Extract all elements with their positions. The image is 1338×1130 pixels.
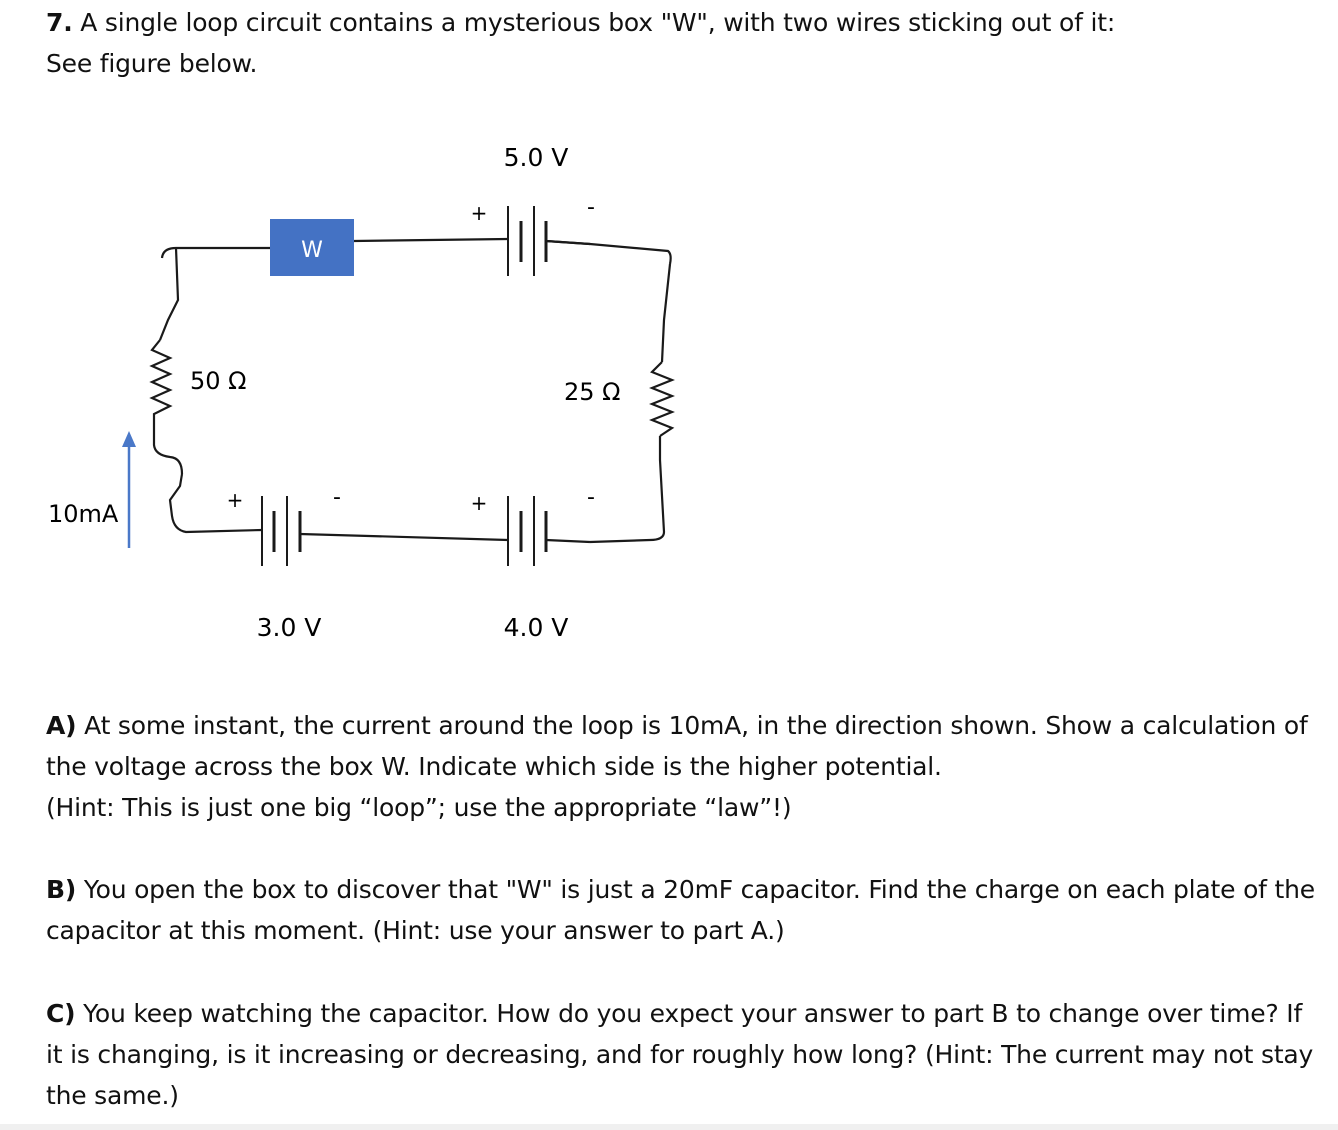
battery-3v-plus: +: [227, 488, 244, 512]
resistor-right-zigzag: [649, 361, 675, 437]
resistor-right: 25 Ω: [564, 263, 675, 544]
battery-top-label: 5.0 V: [504, 143, 569, 172]
box-w-rect: [270, 219, 354, 276]
part-b-text: You open the box to discover that "W" is…: [46, 875, 1315, 945]
wire-top-right: [545, 239, 672, 265]
battery-4v-label: 4.0 V: [504, 613, 569, 642]
battery-4v-plus: +: [471, 491, 488, 515]
part-b: B) You open the box to discover that "W"…: [46, 869, 1326, 951]
resistor-left: 50 Ω: [149, 247, 247, 475]
wire-between-bottom-batteries: [299, 532, 509, 542]
part-a-label: A): [46, 711, 77, 740]
wire-bottom-left: [168, 473, 263, 534]
wire-top-left: [160, 246, 270, 259]
current-label: 10mA: [48, 500, 119, 528]
current-arrow-head: [122, 431, 136, 447]
part-a-body: A) At some instant, the current around t…: [46, 705, 1316, 787]
part-c: C) You keep watching the capacitor. How …: [46, 993, 1316, 1116]
circuit-diagram: W + - 5.0 V 50 Ω 25 Ω + - 3.0 V: [48, 143, 675, 642]
resistor-left-wire-bottom: [152, 422, 184, 475]
intro-line-1: 7. A single loop circuit contains a myst…: [46, 2, 1326, 43]
current-arrow: 10mA: [48, 431, 136, 548]
resistor-left-zigzag: [149, 339, 173, 422]
mystery-box-w: W: [270, 219, 354, 276]
battery-bottom-right: + - 4.0 V: [471, 485, 595, 642]
part-a-text: At some instant, the current around the …: [46, 711, 1308, 781]
battery-top-minus: -: [587, 195, 595, 220]
resistor-right-label: 25 Ω: [564, 378, 621, 406]
part-c-body: C) You keep watching the capacitor. How …: [46, 993, 1316, 1116]
part-c-text: You keep watching the capacitor. How do …: [46, 999, 1314, 1110]
resistor-left-label: 50 Ω: [190, 367, 247, 395]
battery-4v-wire-stub: [545, 538, 591, 544]
resistor-right-wire-top: [660, 263, 672, 363]
battery-top-plus: +: [471, 201, 488, 225]
resistor-left-wire-top: [158, 247, 180, 341]
battery-top: + - 5.0 V: [471, 143, 595, 276]
page-bottom-edge: [0, 1124, 1338, 1130]
question-intro: 7. A single loop circuit contains a myst…: [46, 2, 1326, 84]
battery-3v-label: 3.0 V: [257, 613, 322, 642]
battery-3v-minus: -: [333, 485, 341, 510]
question-number: 7.: [46, 8, 73, 37]
part-a-hint: (Hint: This is just one big “loop”; use …: [46, 793, 792, 822]
battery-bottom-left: + - 3.0 V: [227, 485, 341, 642]
intro-line-2: See figure below.: [46, 49, 258, 78]
intro-text: A single loop circuit contains a mysteri…: [80, 8, 1116, 37]
part-c-label: C): [46, 999, 76, 1028]
resistor-right-wire-bottom: [589, 436, 666, 544]
battery-4v-minus: -: [587, 485, 595, 510]
part-a: A) At some instant, the current around t…: [46, 705, 1316, 828]
part-b-body: B) You open the box to discover that "W"…: [46, 869, 1326, 951]
box-w-label: W: [301, 238, 323, 263]
wire-box-to-battery: [353, 237, 509, 243]
battery-top-wire-stub: [545, 239, 591, 246]
part-b-label: B): [46, 875, 77, 904]
